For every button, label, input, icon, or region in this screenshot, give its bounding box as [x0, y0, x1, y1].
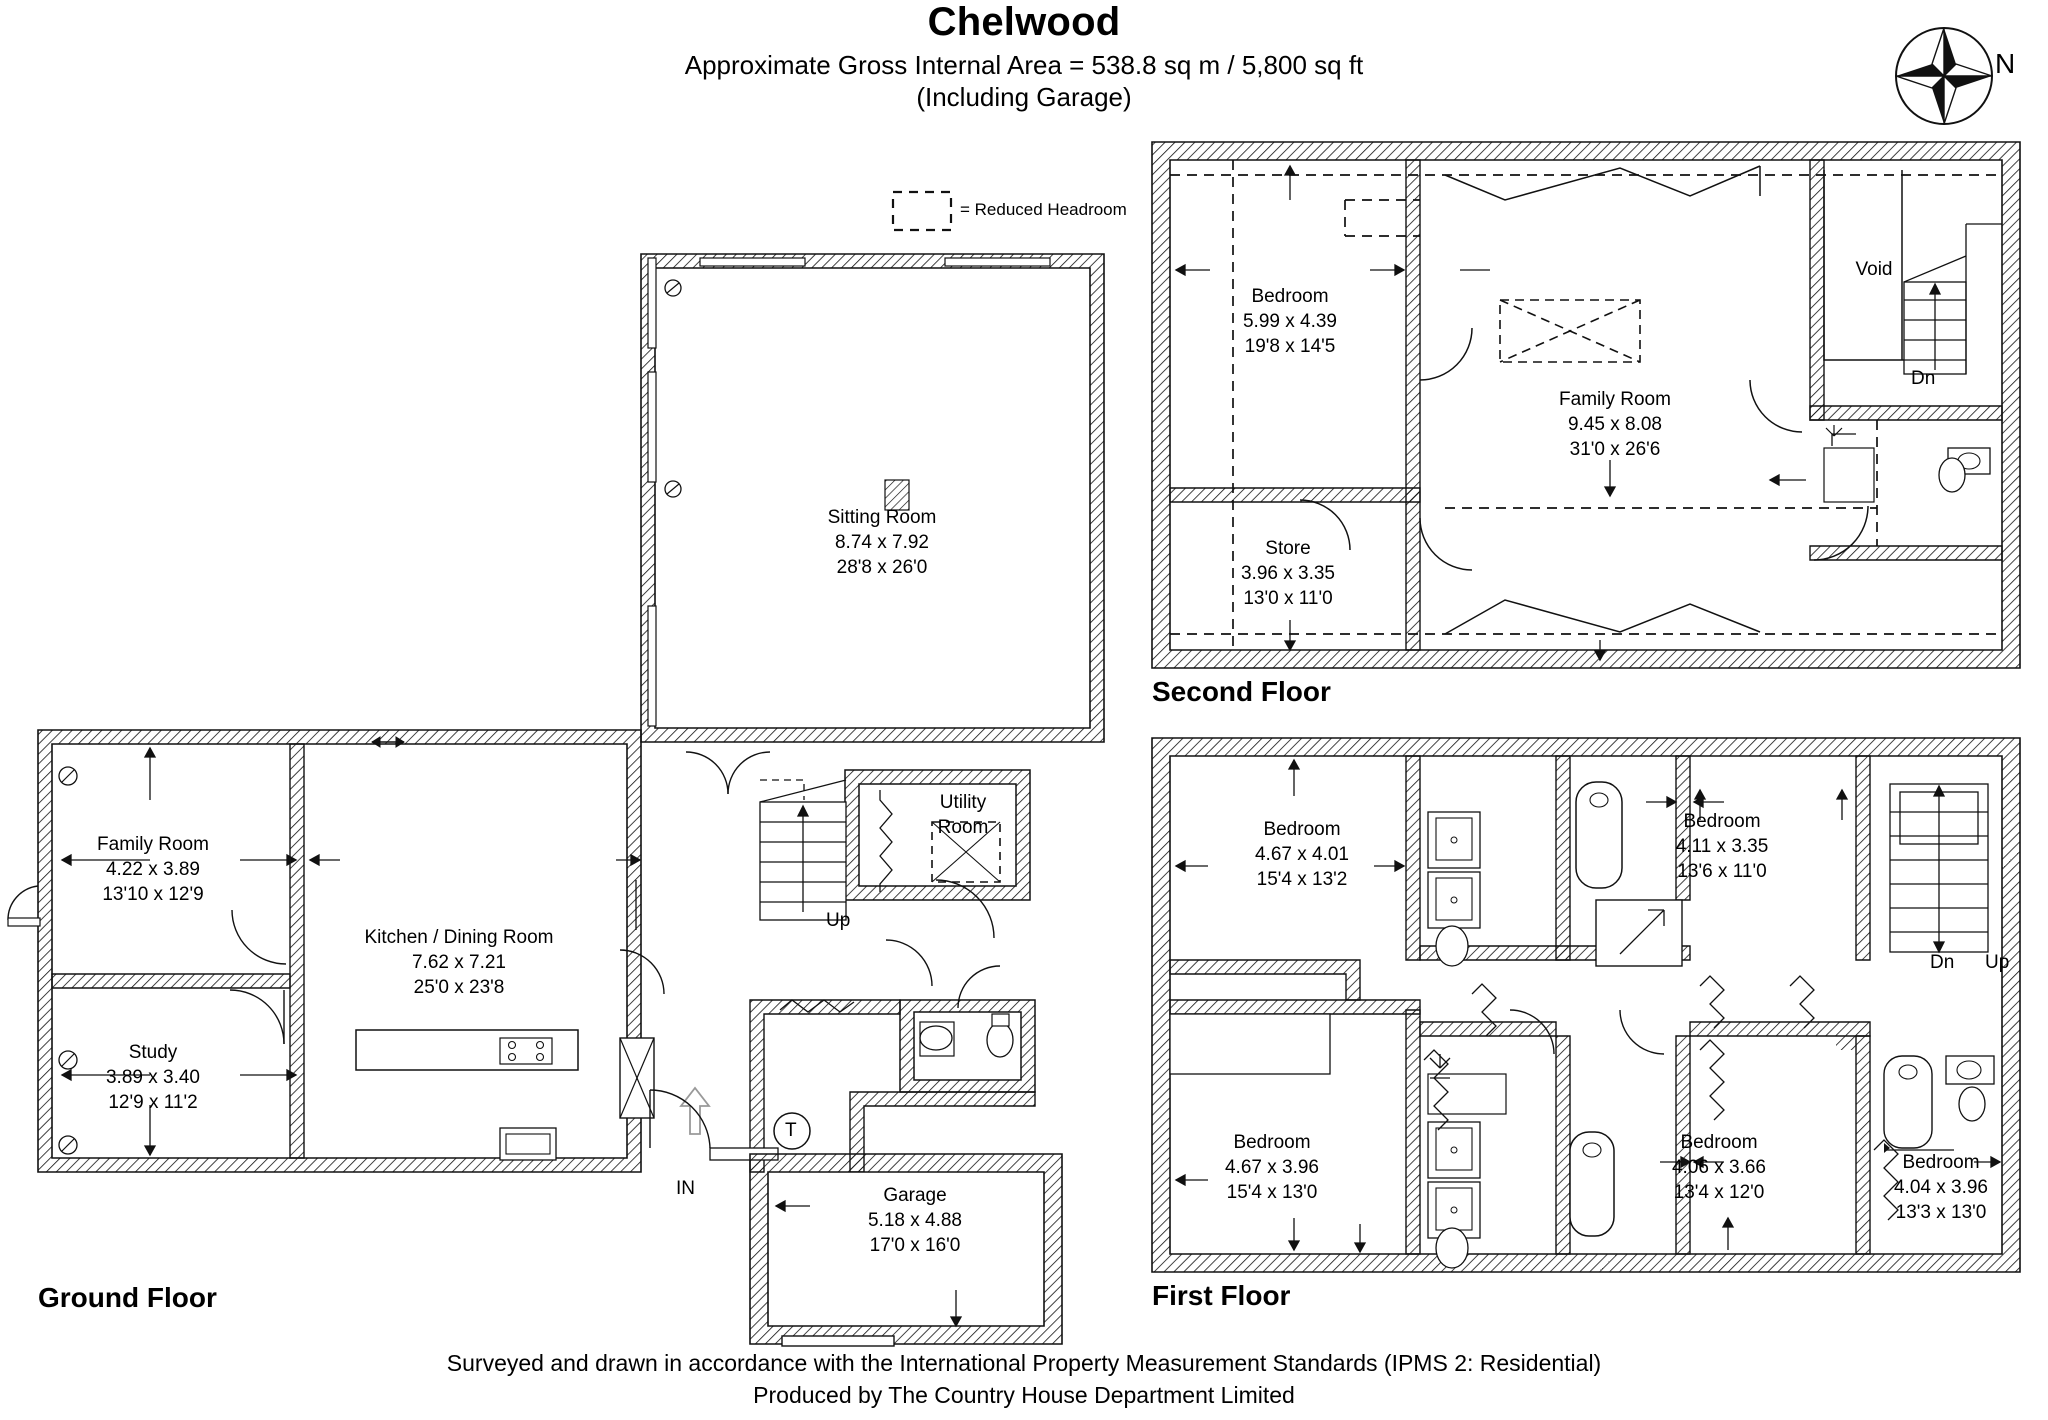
- room-label-study: Study 3.89 x 3.40 12'9 x 11'2: [105, 1042, 201, 1113]
- room-label-garage: Garage 5.18 x 4.88 17'0 x 16'0: [867, 1185, 963, 1256]
- room-label-bedroom-2: Bedroom 4.11 x 3.35 13'6 x 11'0: [1675, 811, 1769, 882]
- first-stair-up-label: Up: [1985, 952, 2010, 973]
- room-label-utility-room: Utility Room: [937, 792, 989, 838]
- room-label-bedroom-4: Bedroom 4.06 x 3.66 13'4 x 12'0: [1671, 1132, 1767, 1203]
- page-title: Chelwood: [927, 0, 1121, 44]
- second-stair-down-label: Dn: [1911, 368, 1936, 389]
- ground-floor-title: Ground Floor: [38, 1282, 217, 1313]
- room-label-family-room-ground: Family Room 4.22 x 3.89 13'10 x 12'9: [97, 834, 209, 905]
- room-label-bedroom-second: Bedroom 5.99 x 4.39 19'8 x 14'5: [1242, 286, 1338, 357]
- footer-producer: Produced by The Country House Department…: [753, 1382, 1295, 1408]
- tank-marker-icon: [773, 1112, 811, 1150]
- first-floor-plan: [1151, 737, 2021, 1273]
- room-label-void: Void: [1855, 259, 1893, 280]
- tank-label: T: [785, 1120, 797, 1141]
- ground-stair-up-label: Up: [826, 910, 851, 931]
- garage-subtitle: (Including Garage): [916, 82, 1132, 112]
- footer-standards: Surveyed and drawn in accordance with th…: [446, 1350, 1602, 1376]
- legend-label: = Reduced Headroom: [960, 200, 1127, 219]
- first-floor-title: First Floor: [1152, 1280, 1291, 1311]
- room-label-family-room-second: Family Room 9.45 x 8.08 31'0 x 26'6: [1559, 389, 1671, 460]
- compass-north-label: N: [1995, 48, 2016, 79]
- room-label-bedroom-1: Bedroom 4.67 x 4.01 15'4 x 13'2: [1254, 819, 1350, 890]
- ground-floor-plan: [7, 253, 1105, 1347]
- second-floor-title: Second Floor: [1152, 676, 1331, 707]
- area-subtitle: Approximate Gross Internal Area = 538.8 …: [684, 50, 1364, 80]
- room-label-kitchen-dining-room: Kitchen / Dining Room 7.62 x 7.21 25'0 x…: [364, 927, 554, 998]
- entrance-label: IN: [676, 1178, 695, 1199]
- room-label-bedroom-5: Bedroom 4.04 x 3.96 13'3 x 13'0: [1893, 1152, 1989, 1223]
- compass-rose-icon: [1895, 27, 1993, 125]
- reduced-headroom-swatch-icon: [891, 190, 953, 232]
- room-label-store: Store 3.96 x 3.35 13'0 x 11'0: [1240, 538, 1336, 609]
- second-floor-plan: [1151, 141, 2021, 669]
- room-label-bedroom-3: Bedroom 4.67 x 3.96 15'4 x 13'0: [1224, 1132, 1320, 1203]
- first-stair-down-label: Dn: [1930, 952, 1955, 973]
- room-label-sitting-room: Sitting Room 8.74 x 7.92 28'8 x 26'0: [827, 507, 937, 578]
